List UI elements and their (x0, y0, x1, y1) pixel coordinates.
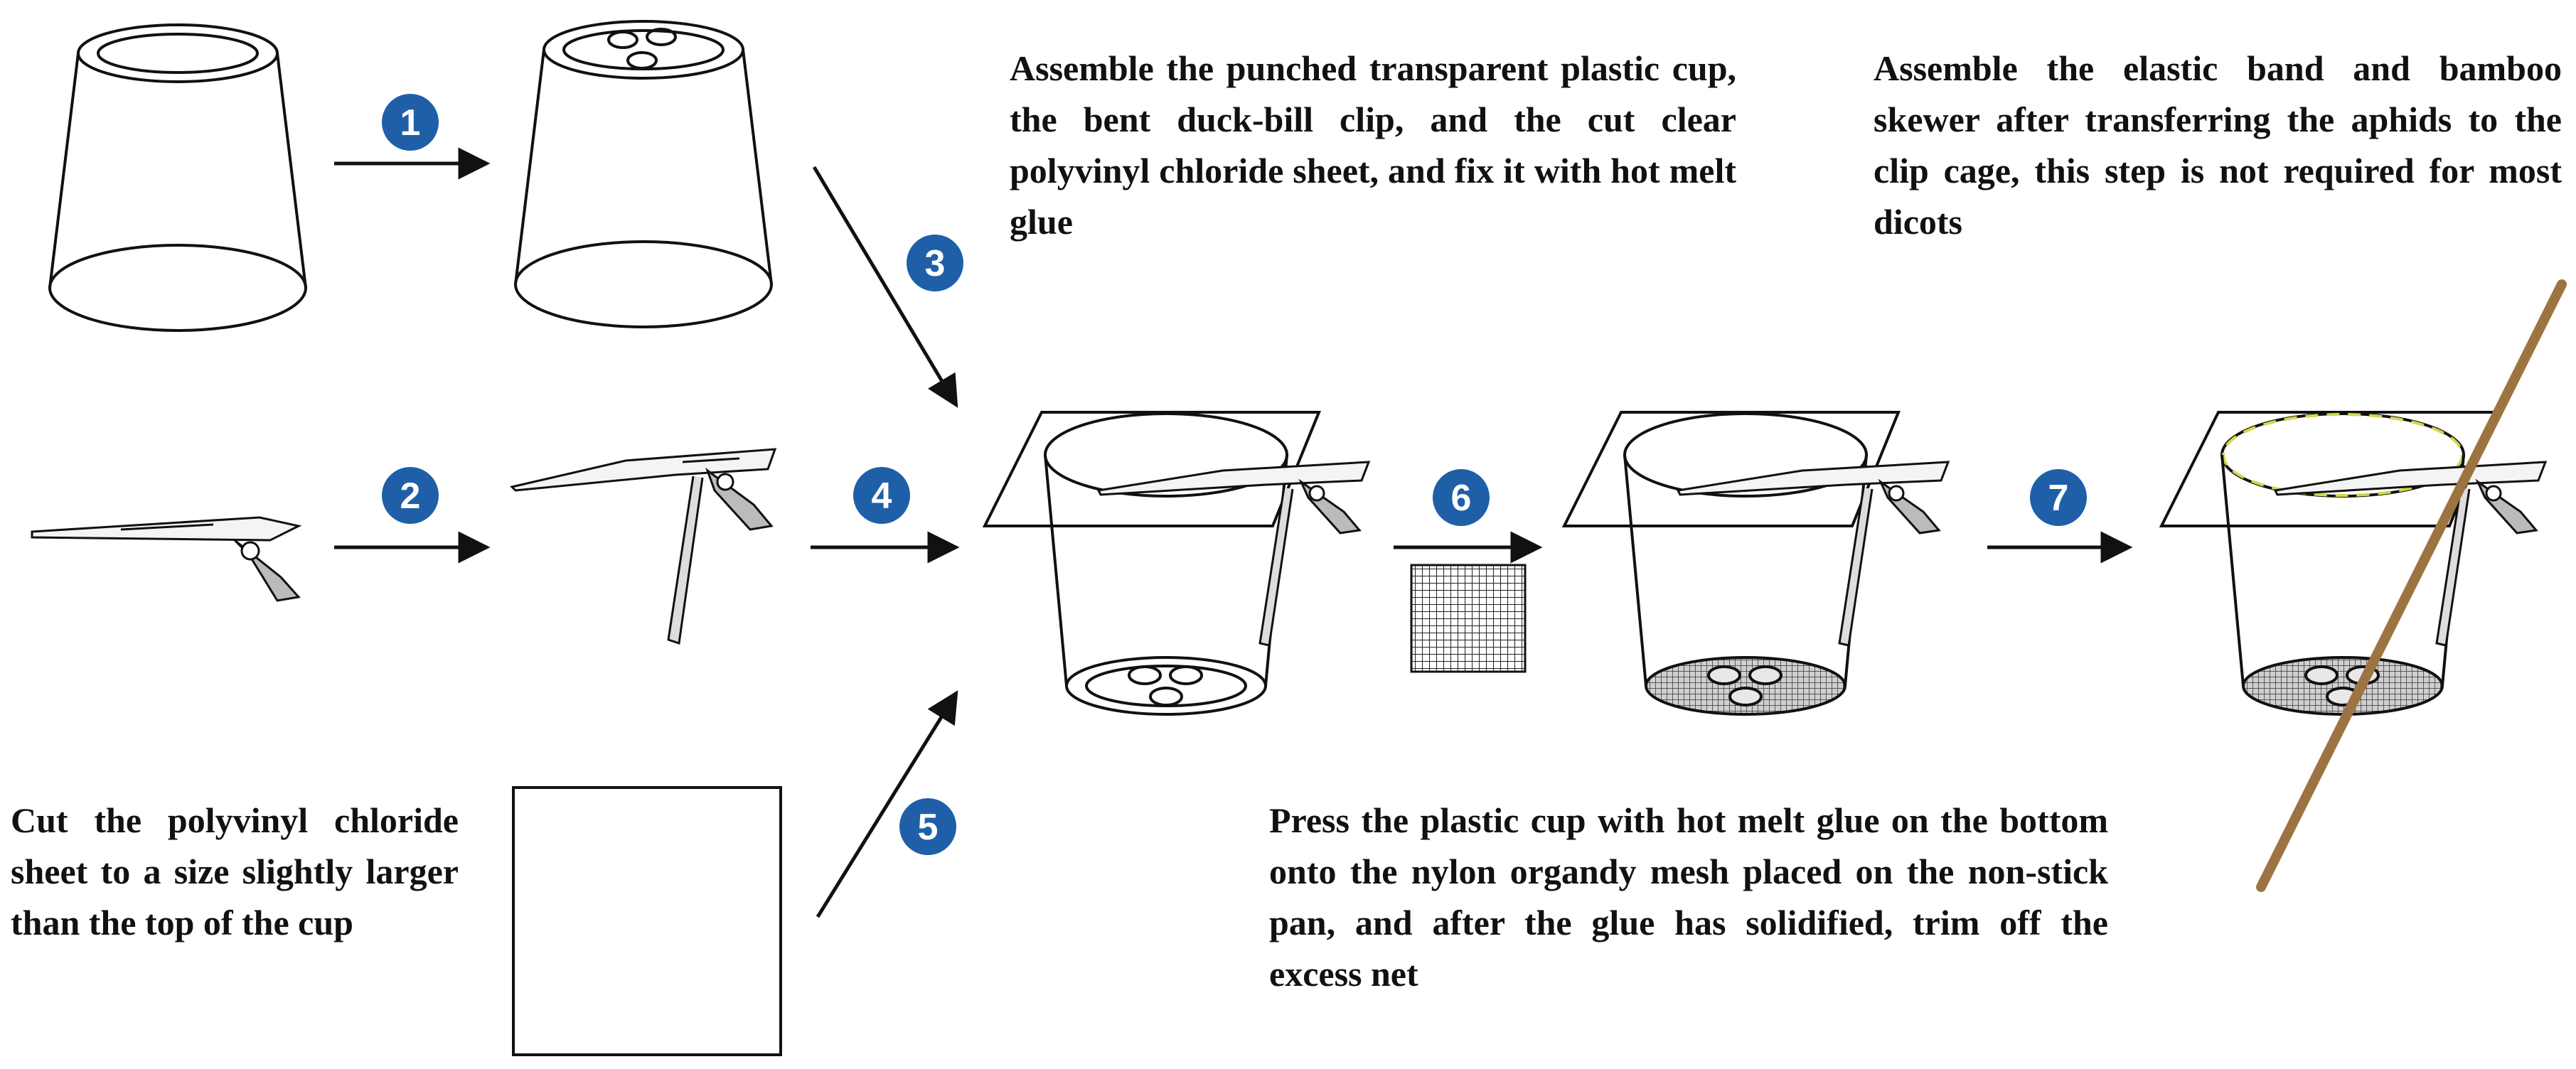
plain-cup (48, 23, 307, 332)
step-badge-4: 4 (853, 467, 910, 524)
meshed-cup (1561, 411, 1950, 716)
step-badge-6: 6 (1433, 469, 1490, 526)
assembled-cup (982, 411, 1371, 716)
svg-text:1: 1 (400, 102, 421, 144)
arrow-3 (812, 166, 958, 408)
svg-text:2: 2 (400, 476, 421, 517)
svg-text:7: 7 (2048, 478, 2069, 519)
step-badge-7: 7 (2030, 469, 2087, 526)
final-cup (2159, 411, 2548, 716)
svg-text:5: 5 (918, 807, 939, 848)
caption-step-6: Press the plastic cup with hot melt glue… (1269, 800, 2108, 994)
svg-text:3: 3 (925, 243, 946, 284)
svg-text:6: 6 (1451, 478, 1472, 519)
step-badge-5: 5 (899, 798, 956, 855)
nylon-mesh (1410, 564, 1527, 673)
step-badge-1: 1 (382, 94, 439, 151)
caption-step-5: Cut the polyvinyl chloride sheet to a si… (11, 800, 459, 942)
caption-step-7: Assemble the elastic band and bamboo ske… (1874, 48, 2562, 242)
step-badge-2: 2 (382, 467, 439, 524)
step-badge-3: 3 (907, 235, 963, 291)
duck-bill-clip (31, 516, 302, 602)
svg-text:4: 4 (872, 476, 892, 517)
arrow-5 (816, 690, 958, 918)
pvc-sheet (512, 786, 782, 1056)
bent-clip (510, 448, 777, 645)
punched-cup (514, 20, 773, 328)
bamboo-skewer (2256, 279, 2567, 892)
caption-step-3: Assemble the punched transparent plastic… (1010, 48, 1736, 242)
